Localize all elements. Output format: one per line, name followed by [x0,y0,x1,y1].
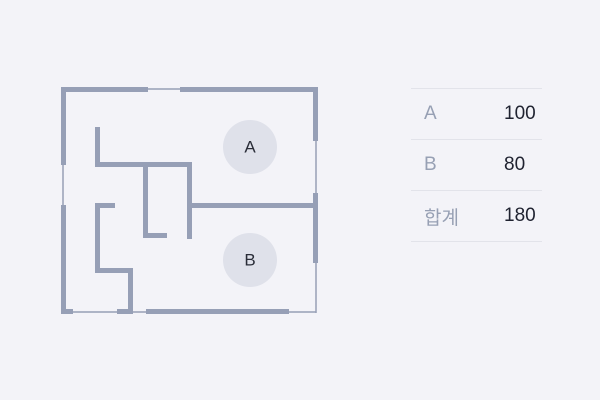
wall-interior-room-divider [187,203,318,208]
area-row-value: 100 [504,103,536,124]
area-row-value: 80 [504,154,526,175]
area-row-label: A [424,103,437,124]
room-marker-a-circle [223,120,277,174]
wall-bottom-left [61,309,73,314]
wall-left-lower [61,205,66,314]
area-row-total: 합계 180 [411,190,542,242]
room-marker-b: B [223,233,277,287]
wall-right-middle [313,193,318,263]
area-row-value: 180 [504,205,536,226]
area-row-a: A 100 [411,88,542,139]
room-b-label: B [244,251,255,270]
wall-top-right [180,87,318,92]
area-row-label: 합계 [424,207,459,229]
area-row-label: B [424,154,437,175]
wall-interior-corridor-left [143,167,148,238]
wall-interior-lower-top [95,203,115,208]
wall-left-upper [61,87,66,165]
wall-interior-lower-step [95,268,133,273]
floor-plan: A B [61,87,318,314]
wall-interior-lower-right [128,268,133,314]
wall-interior-corridor-right [187,162,192,239]
wall-right-upper [313,87,318,141]
room-a-label: A [244,138,256,157]
wall-bottom-right [146,309,289,314]
wall-top-left [61,87,148,92]
room-marker-a: A [223,120,277,174]
area-table: A 100 B 80 합계 180 [411,88,542,242]
wall-interior-corridor-top [95,162,192,167]
wall-interior-corridor-bottom [143,233,167,238]
area-row-b: B 80 [411,139,542,190]
room-marker-b-circle [223,233,277,287]
wall-bottom-mid [117,309,133,314]
wall-interior-upper-left [95,127,100,167]
wall-interior-lower-left [95,203,100,273]
